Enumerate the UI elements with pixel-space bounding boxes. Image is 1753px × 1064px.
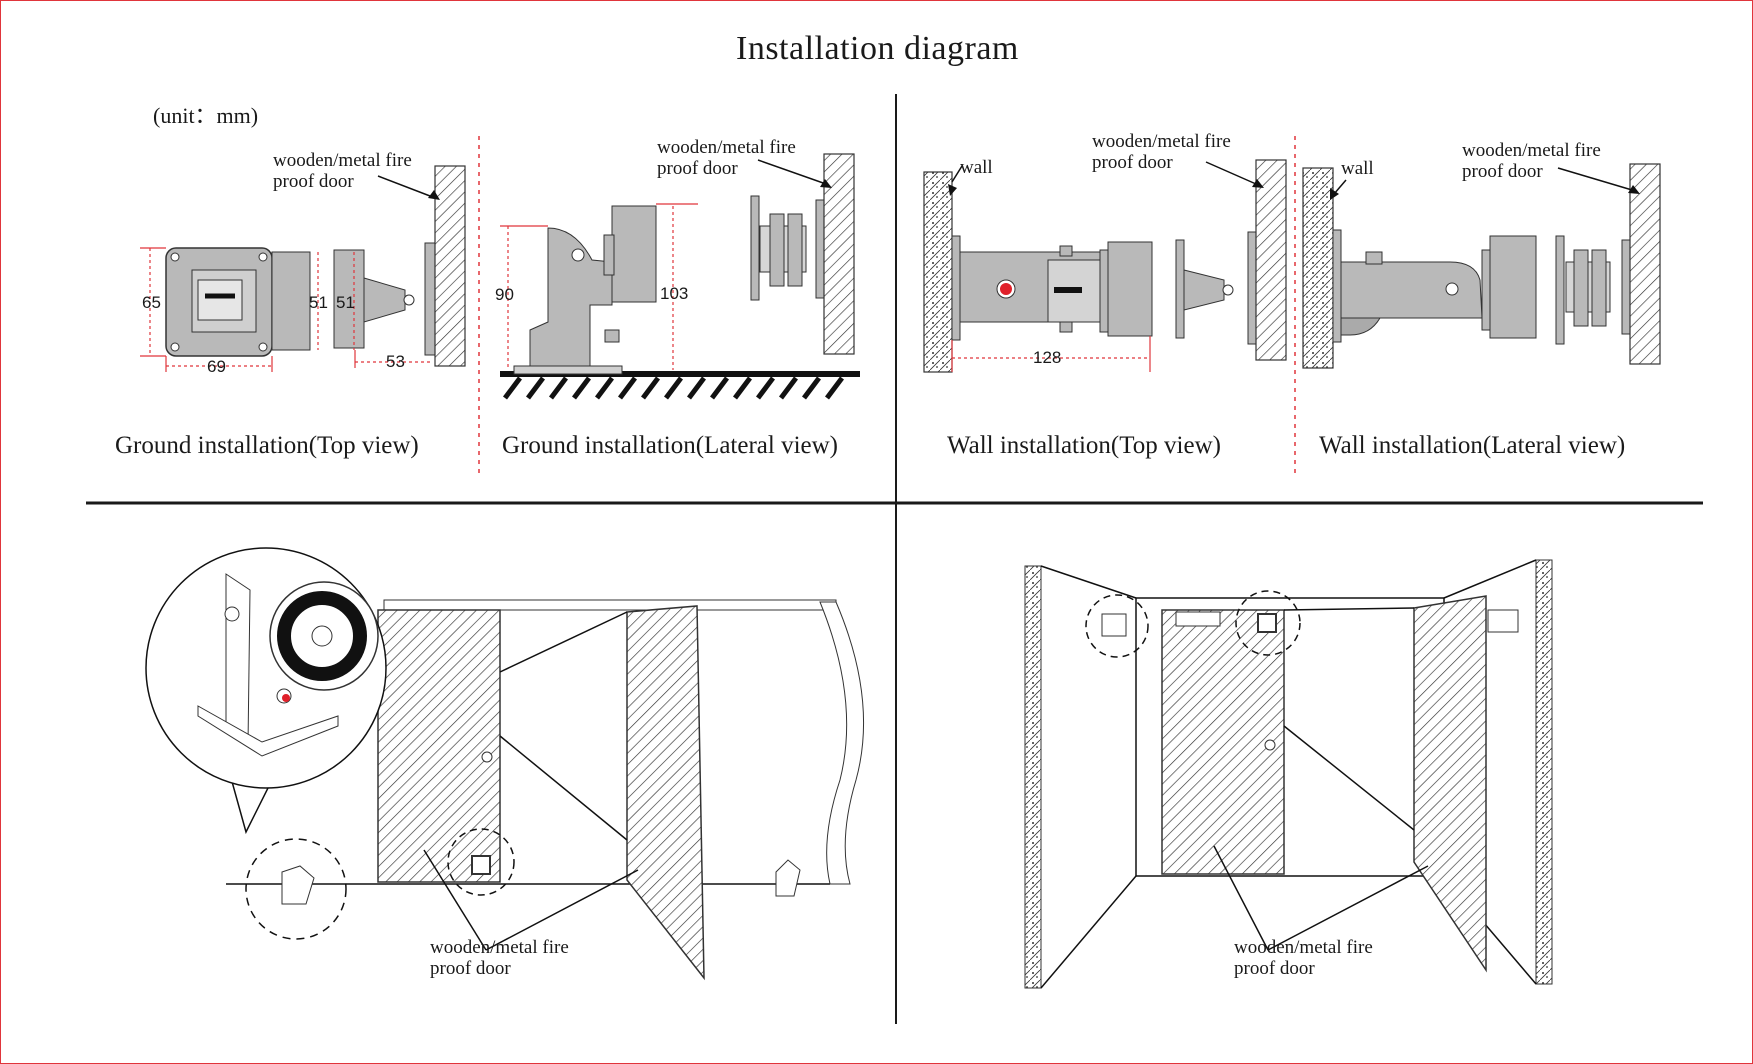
dimension-51-b: 51 [336,293,355,312]
dimension-53: 53 [386,352,405,371]
caption-ground-lateral: Ground installation(Lateral view) [502,432,838,459]
dimension-51-a: 51 [309,293,328,312]
dimension-65: 65 [142,293,161,312]
wall-top-view-device [923,159,1287,373]
ground-top-view-device [140,165,466,372]
caption-ground-top: Ground installation(Top view) [115,432,419,459]
caption-wall-top: Wall installation(Top view) [947,432,1221,459]
dimension-90: 90 [495,285,514,304]
dimension-128: 128 [1033,348,1062,367]
wall-lateral-view-device [1302,163,1661,369]
wall-label-top: wall [960,157,993,178]
caption-wall-lateral: Wall installation(Lateral view) [1319,432,1626,459]
dimension-103: 103 [660,284,689,303]
unit-note: (unit：mm) [153,103,259,128]
ground-lateral-view-device [500,153,860,400]
diagram-title: Installation diagram [736,30,1019,67]
dimension-69: 69 [207,357,226,376]
wall-perspective-scene [1024,559,1553,989]
ground-perspective-scene [145,547,865,981]
wall-label-lateral: wall [1341,158,1374,179]
